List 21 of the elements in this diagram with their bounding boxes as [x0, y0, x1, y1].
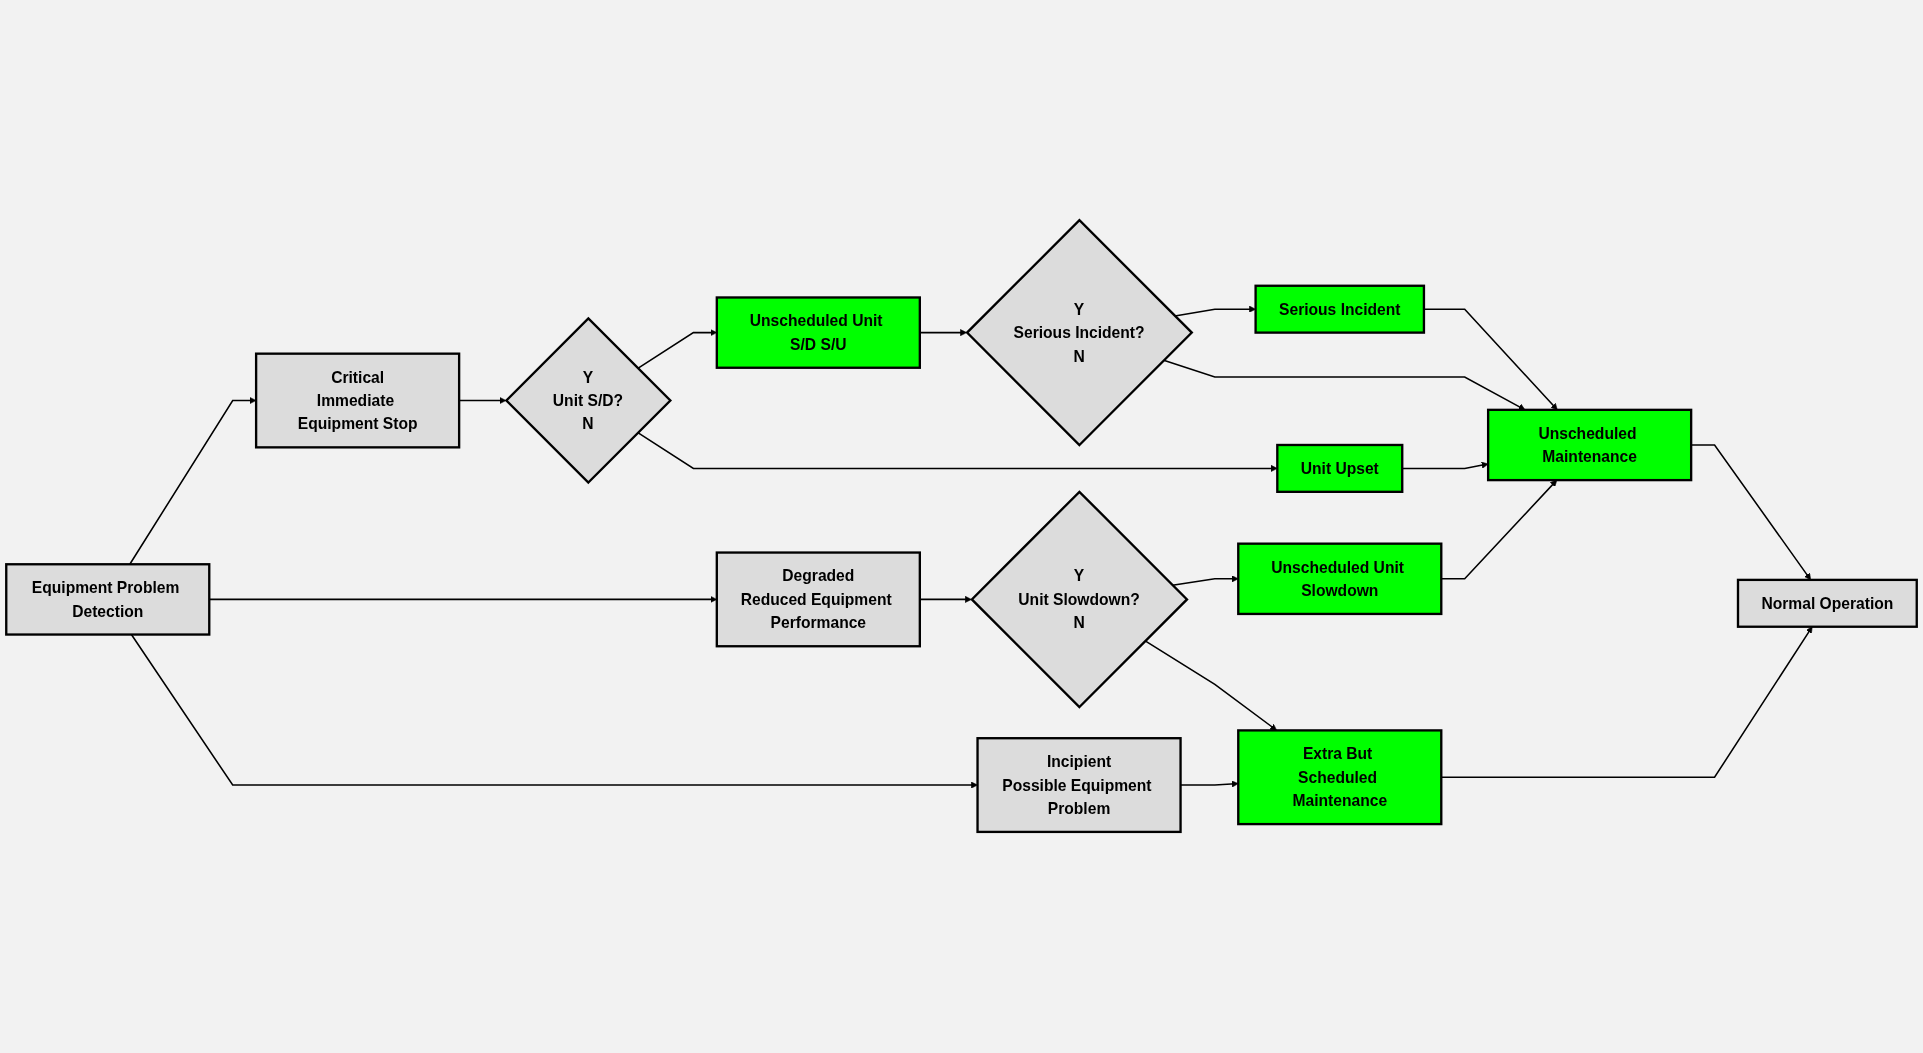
node-box: Critical Immediate Equipment Stop — [254, 352, 461, 449]
node-box: Incipient Possible Equipment Problem — [976, 737, 1182, 834]
node-box: Unscheduled Maintenance — [1486, 409, 1693, 482]
node-box: Unscheduled Unit S/D S/U — [715, 296, 921, 370]
node-diamond: Y Serious Incident? N — [965, 219, 1194, 448]
arrow — [919, 596, 972, 604]
arrow — [1174, 306, 1256, 318]
node-diamond: Y Unit S/D? N — [504, 317, 672, 485]
arrow — [637, 432, 1278, 473]
arrow — [919, 329, 967, 337]
arrow — [130, 634, 978, 789]
node-box: Unscheduled Unit Slowdown — [1237, 542, 1443, 616]
node-box: Normal Operation — [1736, 579, 1918, 629]
arrow — [1171, 575, 1239, 587]
node-diamond: Y Unit Slowdown? N — [970, 490, 1189, 710]
node-box: Extra But Scheduled Maintenance — [1237, 729, 1443, 826]
node-box: Equipment Problem Detection — [5, 563, 211, 637]
arrow — [1423, 308, 1558, 411]
node-box: Degraded Reduced Equipment Performance — [715, 551, 921, 648]
node-box: Serious Incident — [1254, 285, 1426, 335]
node-box: Unit Upset — [1276, 444, 1404, 494]
